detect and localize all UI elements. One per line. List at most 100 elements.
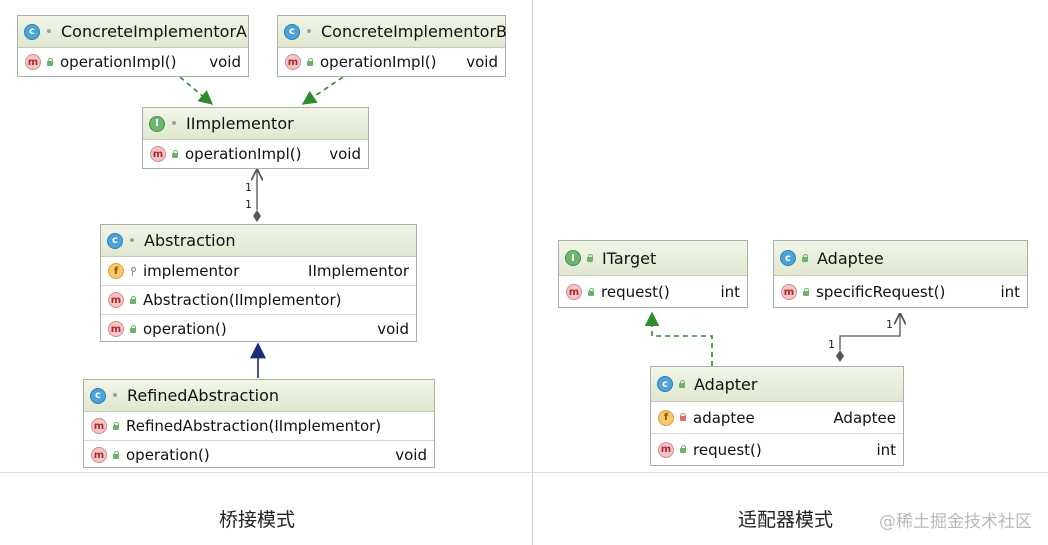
method-icon: m [658,441,674,458]
class-header: c ConcreteImplementorB [278,16,508,48]
method-name: operationImpl() [185,145,302,163]
class-name: ConcreteImplementorB [321,22,508,41]
interface-iimplementor[interactable]: I IImplementor m operationImpl() void [142,107,369,169]
method-name: operation() [126,446,210,464]
method-name: operationImpl() [60,53,177,71]
class-refined-abstraction[interactable]: c RefinedAbstraction m RefinedAbstractio… [83,379,435,468]
field-row[interactable]: f implementor IImplementor [101,257,416,285]
class-name: RefinedAbstraction [127,386,279,405]
class-header: c Adapter [651,367,903,402]
public-visibility-icon [586,253,594,263]
method-type: void [209,53,241,71]
realization-arrow-adapter [644,311,713,366]
class-icon: c [780,250,796,266]
adapter-pattern-caption: 适配器模式 [738,509,834,531]
method-row[interactable]: m operationImpl() void [18,48,248,76]
class-name: Adaptee [817,248,884,268]
multiplicity-label: 1 [886,318,893,331]
class-concrete-implementor-b[interactable]: c ConcreteImplementorB m operationImpl()… [277,15,508,77]
caption-divider [0,472,1048,473]
constructor-name: Abstraction(IImplementor) [143,291,342,309]
method-type: int [876,440,896,459]
realization-arrow-a [179,76,214,105]
public-visibility-icon [587,287,595,297]
class-icon: c [24,23,40,40]
method-name: request() [601,283,670,301]
public-visibility-icon [171,149,179,159]
multiplicity-label: 1 [245,198,252,211]
field-icon: f [658,409,674,426]
multiplicity-label: 1 [828,338,835,351]
method-icon: m [566,284,582,300]
method-icon: m [108,321,124,337]
method-row[interactable]: m operation() void [84,440,434,469]
public-visibility-icon [112,450,120,460]
bridge-pattern-caption: 桥接模式 [219,509,296,531]
method-icon: m [91,447,107,463]
class-name: ConcreteImplementorA [61,22,247,41]
interface-itarget[interactable]: I ITarget m request() int [558,240,748,308]
method-row[interactable]: m operationImpl() void [278,48,505,76]
constructor-row[interactable]: m RefinedAbstraction(IImplementor) [84,412,434,440]
method-type: void [395,446,427,464]
method-name: operation() [143,320,227,338]
package-visibility-icon [111,391,119,400]
class-icon: c [284,23,300,40]
class-header: c Abstraction [101,225,416,257]
realization-arrow-b [301,76,344,105]
method-name: request() [693,440,762,459]
class-header: I IImplementor [143,108,368,140]
method-type: int [720,283,740,301]
constructor-name: RefinedAbstraction(IImplementor) [126,417,382,435]
class-header: c ConcreteImplementorA [18,16,248,48]
class-header: c Adaptee [774,241,1027,276]
field-icon: f [108,263,124,279]
method-icon: m [108,292,124,308]
class-adapter[interactable]: c Adapter f adaptee Adaptee m request() … [650,366,904,466]
public-visibility-icon [306,57,314,67]
method-row[interactable]: m specificRequest() int [774,276,1027,308]
class-adaptee[interactable]: c Adaptee m specificRequest() int [773,240,1028,308]
class-icon: c [657,376,673,392]
package-visibility-icon [305,27,313,36]
class-name: ITarget [602,248,657,268]
interface-icon: I [565,250,581,266]
aggregation-line-adapter [839,314,900,350]
watermark: @稀土掘金技术社区 [879,512,1032,532]
public-visibility-icon [46,57,54,67]
public-visibility-icon [802,287,810,297]
field-type: Adaptee [833,408,896,427]
abstract-class-icon: c [107,232,123,249]
class-header: c RefinedAbstraction [84,380,434,412]
class-abstraction[interactable]: c Abstraction f implementor IImplementor… [100,224,417,342]
multiplicity-label: 1 [245,181,252,194]
aggregation-diamond-bridge [253,210,261,222]
method-name: specificRequest() [816,283,946,301]
package-visibility-icon [128,236,136,245]
private-visibility-icon [679,413,687,422]
aggregation-diamond-adapter [836,350,844,362]
class-concrete-implementor-a[interactable]: c ConcreteImplementorA m operationImpl()… [17,15,249,77]
package-visibility-icon [45,27,53,36]
field-type: IImplementor [308,262,409,280]
public-visibility-icon [129,295,137,305]
class-header: I ITarget [559,241,747,276]
method-row[interactable]: m operation() void [101,314,416,343]
method-row[interactable]: m request() int [651,433,903,465]
method-icon: m [150,146,166,162]
method-row[interactable]: m request() int [559,276,747,308]
method-row[interactable]: m operationImpl() void [143,140,368,168]
field-row[interactable]: f adaptee Adaptee [651,402,903,433]
class-icon: c [90,387,106,404]
constructor-row[interactable]: m Abstraction(IImplementor) [101,285,416,314]
public-visibility-icon [679,445,687,454]
method-type: void [466,53,498,71]
public-visibility-icon [801,253,809,263]
method-type: int [1000,283,1020,301]
field-name: adaptee [693,408,755,427]
method-icon: m [91,418,107,434]
method-icon: m [781,284,797,300]
field-name: implementor [143,262,240,280]
method-type: void [377,320,409,338]
